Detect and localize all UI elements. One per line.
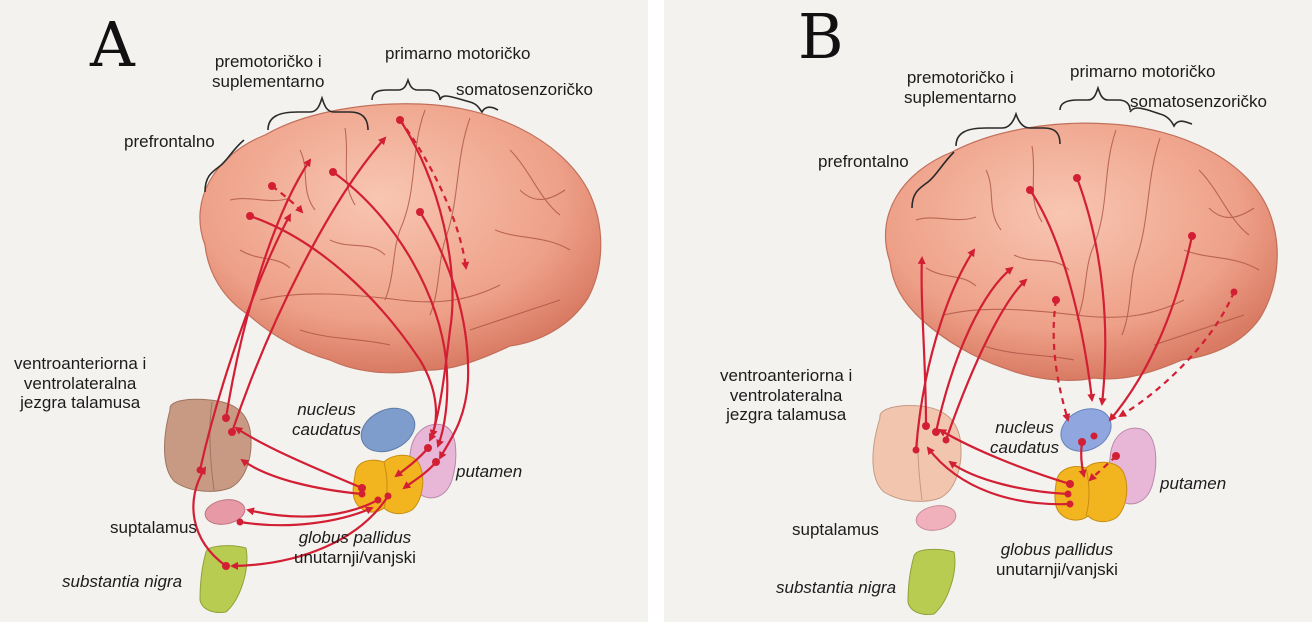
label-globus-line2: unutarnji/vanjski [294,548,416,568]
label-thalamus-line3: jezgra talamusa [14,393,146,413]
label-premotor-line1: premotoričko i [904,68,1016,88]
nucleus-caudatus [1054,401,1118,459]
panel-b: B premotoričko i suplementarno primarno … [664,0,1312,622]
label-caudate-line2: caudatus [292,420,361,440]
label-primary-motor: primarno motoričko [1070,62,1216,82]
label-caudate: nucleus caudatus [990,418,1059,457]
label-globus-line1: globus pallidus [294,528,416,548]
label-thalamus: ventroanteriorna i ventrolateralna jezgr… [720,366,852,425]
label-prefrontal: prefrontalno [124,132,215,152]
label-thalamus-line2: ventrolateralna [720,386,852,406]
label-premotor: premotoričko i suplementarno [904,68,1016,107]
label-globus-line1: globus pallidus [996,540,1118,560]
label-thalamus-line3: jezgra talamusa [720,405,852,425]
brain-cortex [885,123,1277,380]
label-thalamus-line1: ventroanteriorna i [14,354,146,374]
label-caudate-line1: nucleus [292,400,361,420]
label-prefrontal: prefrontalno [818,152,909,172]
label-globus-pallidus: globus pallidus unutarnji/vanjski [996,540,1118,579]
label-premotor-line2: suplementarno [212,72,324,92]
label-thalamus-line1: ventroanteriorna i [720,366,852,386]
label-caudate-line2: caudatus [990,438,1059,458]
label-substantia-nigra: substantia nigra [776,578,896,598]
substantia-nigra [908,549,955,614]
label-premotor: premotoričko i suplementarno [212,52,324,91]
label-substantia-nigra: substantia nigra [62,572,182,592]
label-premotor-line2: suplementarno [904,88,1016,108]
thalamus [873,406,961,502]
substantia-nigra [200,546,247,613]
suptalamus [914,503,958,534]
panel-letter: A [90,14,135,76]
panel-a: A premotoričko i suplementarno primarno … [0,0,648,622]
label-subthalamus: suptalamus [110,518,197,538]
label-globus-line2: unutarnji/vanjski [996,560,1118,580]
label-premotor-line1: premotoričko i [212,52,324,72]
label-primary-motor: primarno motoričko [385,44,531,64]
label-putamen: putamen [456,462,522,482]
label-putamen: putamen [1160,474,1226,494]
label-somatosensory: somatosenzoričko [456,80,593,100]
label-thalamus: ventroanteriorna i ventrolateralna jezgr… [14,354,146,413]
label-caudate-line1: nucleus [990,418,1059,438]
label-subthalamus: suptalamus [792,520,879,540]
panel-letter: B [798,6,844,68]
label-somatosensory: somatosenzoričko [1130,92,1267,112]
label-globus-pallidus: globus pallidus unutarnji/vanjski [294,528,416,567]
label-thalamus-line2: ventrolateralna [14,374,146,394]
label-caudate: nucleus caudatus [292,400,361,439]
